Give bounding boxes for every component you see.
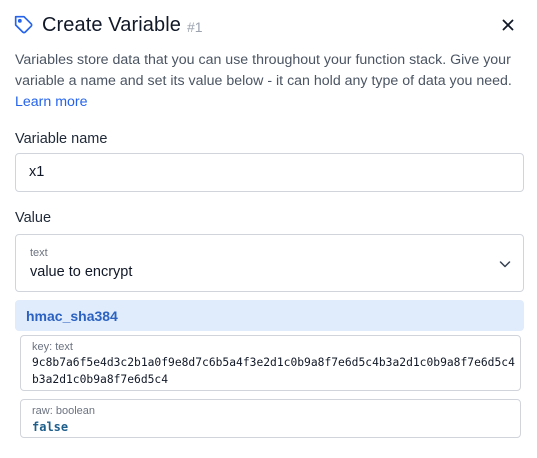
- dialog-title: Create Variable: [42, 13, 181, 36]
- value-text: value to encrypt: [30, 264, 133, 280]
- arg-raw-value: false: [32, 420, 69, 434]
- arg-key-value: 9c8b7a6f5e4d3c2b1a0f9e8d7c6b5a4f3e2d1c0b…: [32, 356, 515, 386]
- arg-raw-label: raw: boolean: [32, 405, 95, 417]
- value-type-label: text: [30, 247, 48, 259]
- tag-icon: [14, 15, 34, 35]
- value-select[interactable]: text value to encrypt: [15, 234, 524, 292]
- filter-arg-raw[interactable]: raw: boolean false: [20, 399, 521, 438]
- arg-key-label: key: text: [32, 341, 73, 353]
- value-label: Value: [15, 210, 52, 226]
- filter-name: hmac_sha384: [26, 308, 118, 324]
- description-text: Variables store data that you can use th…: [15, 52, 512, 89]
- close-icon: [502, 19, 514, 31]
- variable-name-input[interactable]: x1: [15, 153, 524, 192]
- dialog-description: Variables store data that you can use th…: [15, 50, 527, 113]
- filter-arg-key[interactable]: key: text 9c8b7a6f5e4d3c2b1a0f9e8d7c6b5a…: [20, 335, 521, 391]
- dialog-header: Create Variable #1: [14, 10, 525, 40]
- learn-more-link[interactable]: Learn more: [15, 94, 88, 110]
- chevron-down-icon: [499, 261, 511, 268]
- close-button[interactable]: [497, 14, 519, 36]
- filter-header[interactable]: hmac_sha384: [15, 300, 524, 331]
- dialog-title-number: #1: [186, 19, 203, 35]
- variable-name-label: Variable name: [15, 131, 108, 147]
